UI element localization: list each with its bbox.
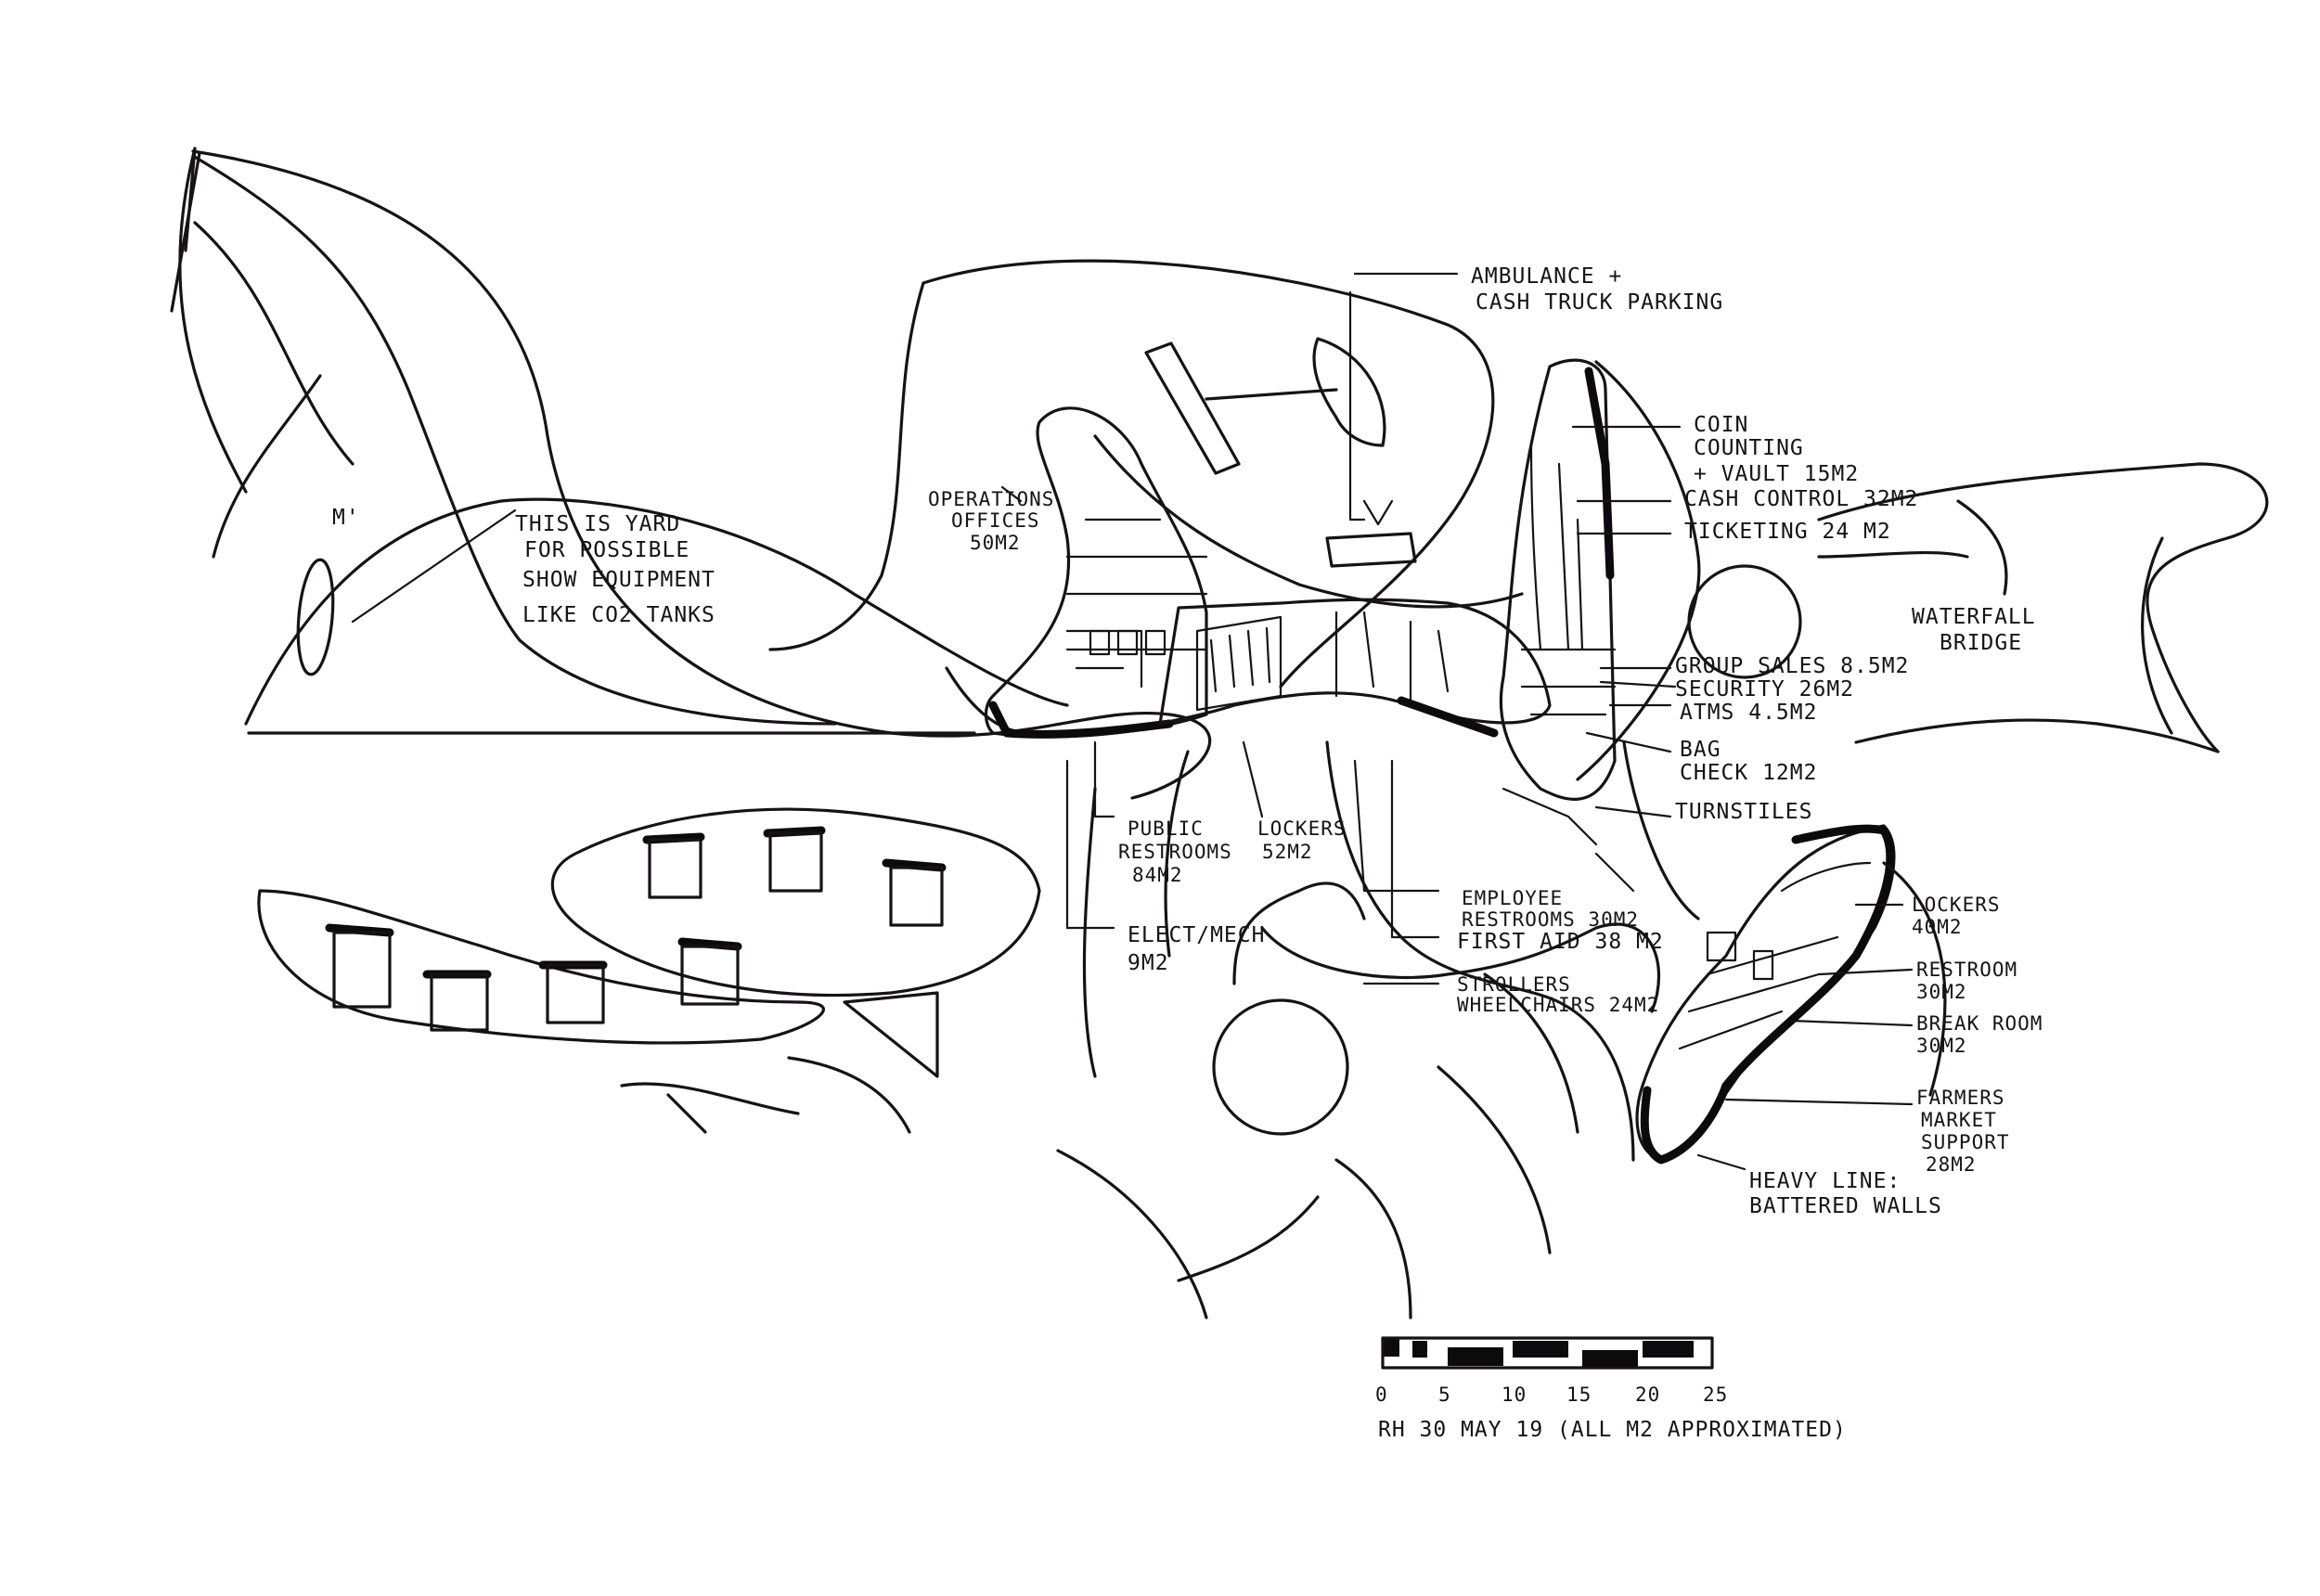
svg-text:FOR POSSIBLE: FOR POSSIBLE	[524, 538, 690, 562]
plaza-swirl	[1056, 564, 1947, 1319]
svg-text:HEAVY LINE:: HEAVY LINE:	[1749, 1169, 1901, 1193]
svg-text:50M2: 50M2	[970, 532, 1021, 554]
seating-island	[257, 807, 1041, 1134]
svg-text:OPERATIONS: OPERATIONS	[928, 488, 1054, 510]
break-room-label: BREAK ROOM 30M2	[1916, 1012, 2043, 1057]
svg-text:84M2: 84M2	[1132, 864, 1183, 886]
yard-loop	[191, 149, 1495, 800]
svg-text:MARKET: MARKET	[1921, 1109, 1997, 1131]
svg-text:9M2: 9M2	[1128, 951, 1169, 975]
ticketing-label: TICKETING 24 M2	[1684, 520, 1891, 544]
svg-text:52M2: 52M2	[1262, 841, 1313, 863]
signature-note: RH 30 MAY 19 (ALL M2 APPROXIMATED)	[1378, 1418, 1847, 1442]
svg-text:LOCKERS: LOCKERS	[1257, 817, 1347, 840]
svg-text:+ VAULT 15M2: + VAULT 15M2	[1694, 462, 1859, 486]
waterfall-label: WATERFALL BRIDGE	[1912, 605, 2036, 655]
svg-text:FARMERS: FARMERS	[1916, 1087, 2005, 1109]
group-sales-label: GROUP SALES 8.5M2	[1675, 654, 1909, 678]
svg-text:COUNTING: COUNTING	[1694, 436, 1804, 460]
cash-control-label: CASH CONTROL 32M2	[1684, 487, 1918, 511]
seating-box	[325, 826, 947, 1032]
svg-text:OFFICES: OFFICES	[951, 509, 1040, 532]
svg-text:BAG: BAG	[1680, 738, 1721, 762]
operations-label: OPERATIONS OFFICES 50M2	[928, 488, 1054, 554]
parking-label: AMBULANCE + CASH TRUCK PARKING	[1471, 264, 1723, 315]
svg-text:BATTERED WALLS: BATTERED WALLS	[1749, 1194, 1942, 1218]
bag-check-label: BAG CHECK 12M2	[1680, 738, 1817, 785]
svg-text:CHECK 12M2: CHECK 12M2	[1680, 761, 1817, 785]
yard-oval	[296, 558, 335, 676]
leader-lines	[351, 272, 1914, 1171]
farmers-label: FARMERS MARKET SUPPORT 28M2	[1916, 1087, 2010, 1176]
svg-text:40M2: 40M2	[1912, 916, 1963, 938]
svg-text:RESTROOMS 30M2: RESTROOMS 30M2	[1462, 908, 1639, 931]
parking-stalls	[1144, 290, 1417, 568]
yard-note: THIS IS YARD FOR POSSIBLE SHOW EQUIPMENT…	[515, 512, 715, 627]
atms-label: ATMS 4.5M2	[1680, 701, 1817, 725]
svg-text:BRIDGE: BRIDGE	[1940, 631, 2022, 655]
first-aid-label: FIRST AID 38 M2	[1457, 930, 1664, 954]
svg-text:28M2: 28M2	[1926, 1153, 1977, 1176]
svg-text:STROLLERS: STROLLERS	[1457, 973, 1571, 996]
svg-text:30M2: 30M2	[1916, 981, 1967, 1003]
scale-bar	[1381, 1336, 1714, 1370]
svg-text:5: 5	[1438, 1384, 1451, 1406]
lockers-main-label: LOCKERS 52M2	[1257, 817, 1347, 863]
strollers-label: STROLLERS WHEELCHAIRS 24M2	[1457, 973, 1659, 1016]
turnstiles-label: TURNSTILES	[1675, 800, 1812, 824]
svg-text:SHOW EQUIPMENT: SHOW EQUIPMENT	[522, 568, 715, 592]
svg-text:BREAK ROOM: BREAK ROOM	[1916, 1012, 2043, 1035]
winding-path	[170, 147, 1069, 735]
svg-text:SUPPORT: SUPPORT	[1921, 1131, 2010, 1153]
svg-text:EMPLOYEE: EMPLOYEE	[1462, 887, 1563, 909]
svg-text:WATERFALL: WATERFALL	[1912, 605, 2036, 629]
east-building	[1635, 824, 1896, 1165]
svg-text:30M2: 30M2	[1916, 1035, 1967, 1057]
svg-text:10: 10	[1502, 1384, 1527, 1406]
elect-mech-label: ELECT/MECH 9M2	[1128, 923, 1265, 975]
security-label: SECURITY 26M2	[1675, 677, 1854, 701]
heavy-line-label: HEAVY LINE: BATTERED WALLS	[1749, 1169, 1942, 1218]
svg-text:LIKE CO2 TANKS: LIKE CO2 TANKS	[522, 603, 715, 627]
central-building	[984, 358, 1701, 801]
svg-text:ELECT/MECH: ELECT/MECH	[1128, 923, 1265, 947]
svg-text:20: 20	[1635, 1384, 1660, 1406]
svg-text:0: 0	[1375, 1384, 1388, 1406]
svg-text:RESTROOM: RESTROOM	[1916, 959, 2017, 981]
svg-text:RESTROOMS: RESTROOMS	[1118, 841, 1232, 863]
svg-text:PUBLIC: PUBLIC	[1128, 817, 1204, 840]
svg-text:15: 15	[1566, 1384, 1592, 1406]
lockers-east-label: LOCKERS 40M2	[1912, 894, 2001, 938]
svg-text:AMBULANCE +: AMBULANCE +	[1471, 264, 1622, 289]
coin-label: COIN COUNTING + VAULT 15M2	[1694, 413, 1859, 486]
svg-text:THIS IS YARD: THIS IS YARD	[515, 512, 680, 536]
svg-text:25: 25	[1703, 1384, 1728, 1406]
svg-text:LOCKERS: LOCKERS	[1912, 894, 2001, 916]
yard-mark: M'	[332, 506, 360, 530]
svg-text:WHEELCHAIRS 24M2: WHEELCHAIRS 24M2	[1457, 994, 1659, 1016]
waterfall-bridge	[1817, 462, 2269, 753]
svg-text:CASH TRUCK PARKING: CASH TRUCK PARKING	[1476, 290, 1723, 315]
svg-text:COIN: COIN	[1694, 413, 1748, 437]
restroom-east-label: RESTROOM 30M2	[1916, 959, 2017, 1003]
scale-labels: 0 5 10 15 20 25	[1375, 1384, 1728, 1406]
employee-restrooms-label: EMPLOYEE RESTROOMS 30M2	[1462, 887, 1639, 931]
public-restrooms-label: PUBLIC RESTROOMS 84M2	[1118, 817, 1232, 886]
